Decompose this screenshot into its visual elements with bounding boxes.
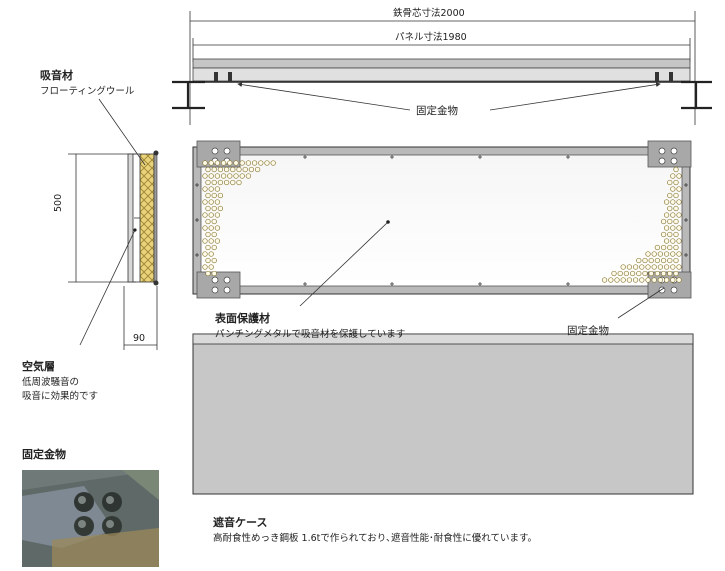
surface-leader	[299, 221, 389, 307]
fixture-top-label: 固定金物	[416, 105, 458, 117]
air-leader	[79, 229, 136, 346]
dimension-depth-label: 90	[133, 333, 146, 344]
panel-side-section	[68, 150, 159, 350]
fixture-top-leaders	[237, 82, 661, 111]
air-title: 空気層	[22, 360, 55, 373]
absorber-title: 吸音材	[40, 69, 73, 82]
dimension-panel-label: パネル寸法1980	[395, 32, 467, 43]
air-sub-2: 吸音に効果的です	[22, 391, 99, 402]
fixture-right-leader	[617, 287, 665, 319]
case-title: 遮音ケース	[213, 516, 268, 529]
dimension-panel	[192, 38, 691, 62]
air-sub-1: 低周波騒音の	[22, 377, 80, 388]
surface-title: 表面保護材	[215, 312, 270, 325]
fixture-photo	[22, 470, 159, 567]
sound-insulation-case	[192, 333, 694, 495]
surface-subtitle: パンチングメタルで吸音材を保護しています	[215, 329, 406, 340]
panel-top-view	[172, 58, 712, 110]
photo-title: 固定金物	[22, 448, 66, 461]
case-subtitle: 高耐食性めっき鋼板 1.6tで作られており､遮音性能･耐食性に優れています。	[213, 533, 538, 544]
dimension-height-label: 500	[53, 193, 64, 212]
absorber-leader	[98, 98, 146, 166]
panel-front-view	[192, 140, 692, 299]
fixture-right-label: 固定金物	[567, 325, 609, 337]
absorber-subtitle: フローティングウール	[40, 86, 135, 97]
dimension-steel-core-label: 鉄骨芯寸法2000	[393, 8, 465, 19]
